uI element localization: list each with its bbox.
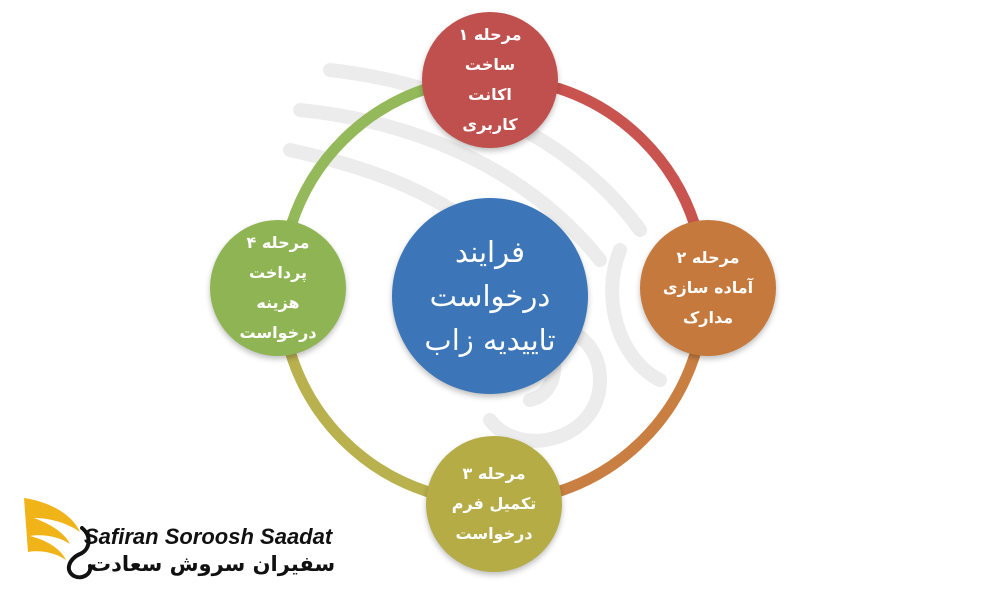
step-1-line-4: کاربری [462, 115, 518, 134]
step-4-node: مرحله ۴ پرداخت هزینه درخواست [210, 220, 346, 356]
center-node: فرایند درخواست تاییدیه زاب [392, 198, 588, 394]
step-2-line-1: مرحله ۲ [676, 248, 740, 267]
step-2-node: مرحله ۲ آماده سازی مدارک [640, 220, 776, 356]
center-line-2: درخواست [429, 279, 551, 313]
center-line-3: تاییدیه زاب [424, 323, 556, 357]
step-1-line-1: مرحله ۱ [458, 25, 522, 44]
company-logo: Safiran Soroosh Saadat سفیران سروش سعادت [20, 488, 335, 588]
step-1-line-2: ساخت [464, 55, 516, 74]
logo-name-persian: سفیران سروش سعادت [90, 552, 336, 576]
step-1-line-3: اکانت [468, 85, 512, 104]
wing-emblem-icon [24, 498, 93, 580]
center-line-1: فرایند [455, 235, 525, 269]
step-3-line-3: درخواست [455, 524, 533, 543]
ring-arc-step4-to-step1 [285, 82, 433, 230]
step-3-line-2: تکمیل فرم [451, 494, 537, 513]
ring-arc-step3-to-step4 [285, 350, 433, 498]
step-4-line-3: هزینه [256, 293, 300, 312]
logo-name-english: Safiran Soroosh Saadat [84, 524, 333, 549]
ring-arc-step2-to-step3 [553, 350, 701, 498]
step-4-line-4: درخواست [239, 323, 317, 342]
step-2-line-2: آماده سازی [662, 278, 754, 297]
step-1-node: مرحله ۱ ساخت اکانت کاربری [422, 12, 558, 148]
step-3-node: مرحله ۳ تکمیل فرم درخواست [426, 436, 562, 572]
step-4-line-1: مرحله ۴ [246, 233, 310, 252]
step-4-line-2: پرداخت [248, 263, 308, 282]
step-3-line-1: مرحله ۳ [462, 464, 526, 483]
step-2-line-3: مدارک [682, 308, 734, 327]
ring-arc-step1-to-step2 [553, 82, 701, 230]
